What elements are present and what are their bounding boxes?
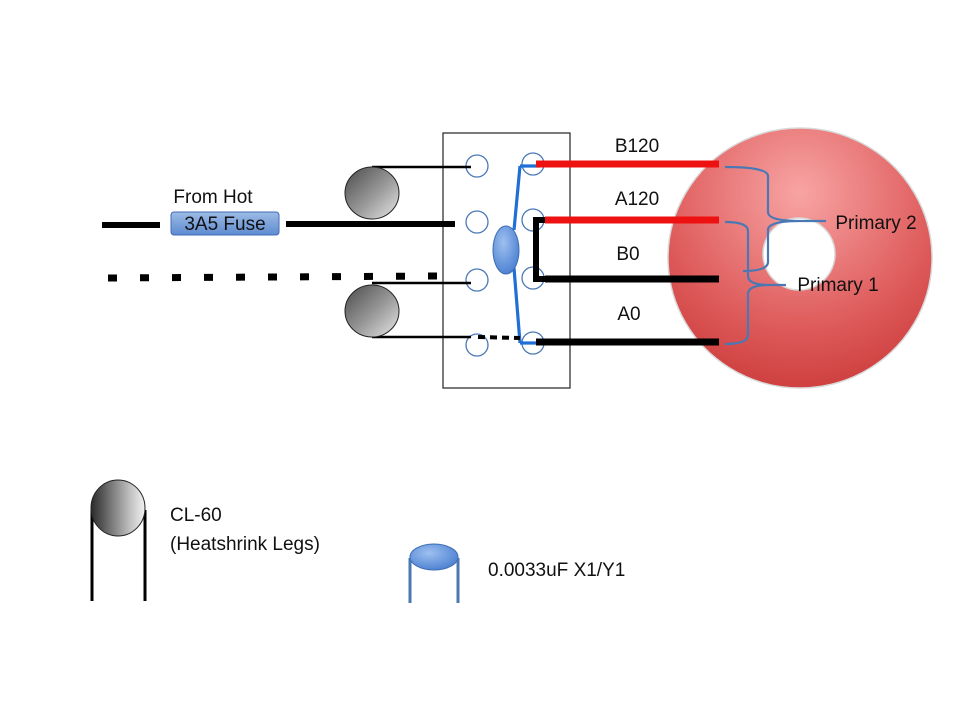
legend-thermistor bbox=[90, 479, 147, 601]
hot-wire bbox=[102, 221, 455, 228]
terminal-circle bbox=[465, 210, 489, 234]
terminal-left-column bbox=[465, 154, 489, 357]
thermistor-legs bbox=[372, 165, 471, 339]
label-primary2: Primary 2 bbox=[835, 213, 916, 234]
capacitor-icon bbox=[492, 225, 520, 275]
capacitor-icon bbox=[409, 543, 459, 571]
neutral-wire-dotted bbox=[107, 272, 439, 282]
label-b0: B0 bbox=[616, 244, 639, 265]
thermistor-icon bbox=[344, 284, 400, 338]
from-hot-label: From Hot bbox=[173, 187, 253, 208]
fuse-label: 3A5 Fuse bbox=[184, 214, 265, 235]
braces bbox=[724, 165, 826, 346]
jumper-link bbox=[533, 217, 545, 282]
legend-capacitor-label: 0.0033uF X1/Y1 bbox=[488, 560, 625, 581]
terminal-circle bbox=[465, 268, 489, 292]
label-primary1: Primary 1 bbox=[797, 275, 878, 296]
legend-thermistor-note: (Heatshrink Legs) bbox=[170, 534, 320, 555]
jumper-link-dashed bbox=[477, 335, 521, 340]
label-b120: B120 bbox=[615, 136, 659, 157]
legend-thermistor-name: CL-60 bbox=[170, 505, 222, 526]
thermistor-icon bbox=[344, 166, 400, 220]
legend-capacitor bbox=[408, 543, 460, 603]
terminal-block-icon bbox=[442, 132, 571, 389]
terminal-circle bbox=[465, 333, 489, 357]
label-a120: A120 bbox=[615, 189, 659, 210]
thermistor-icon bbox=[90, 479, 146, 537]
fuse-icon bbox=[170, 211, 280, 236]
toroid-transformer-icon bbox=[667, 127, 933, 389]
label-a0: A0 bbox=[617, 304, 640, 325]
